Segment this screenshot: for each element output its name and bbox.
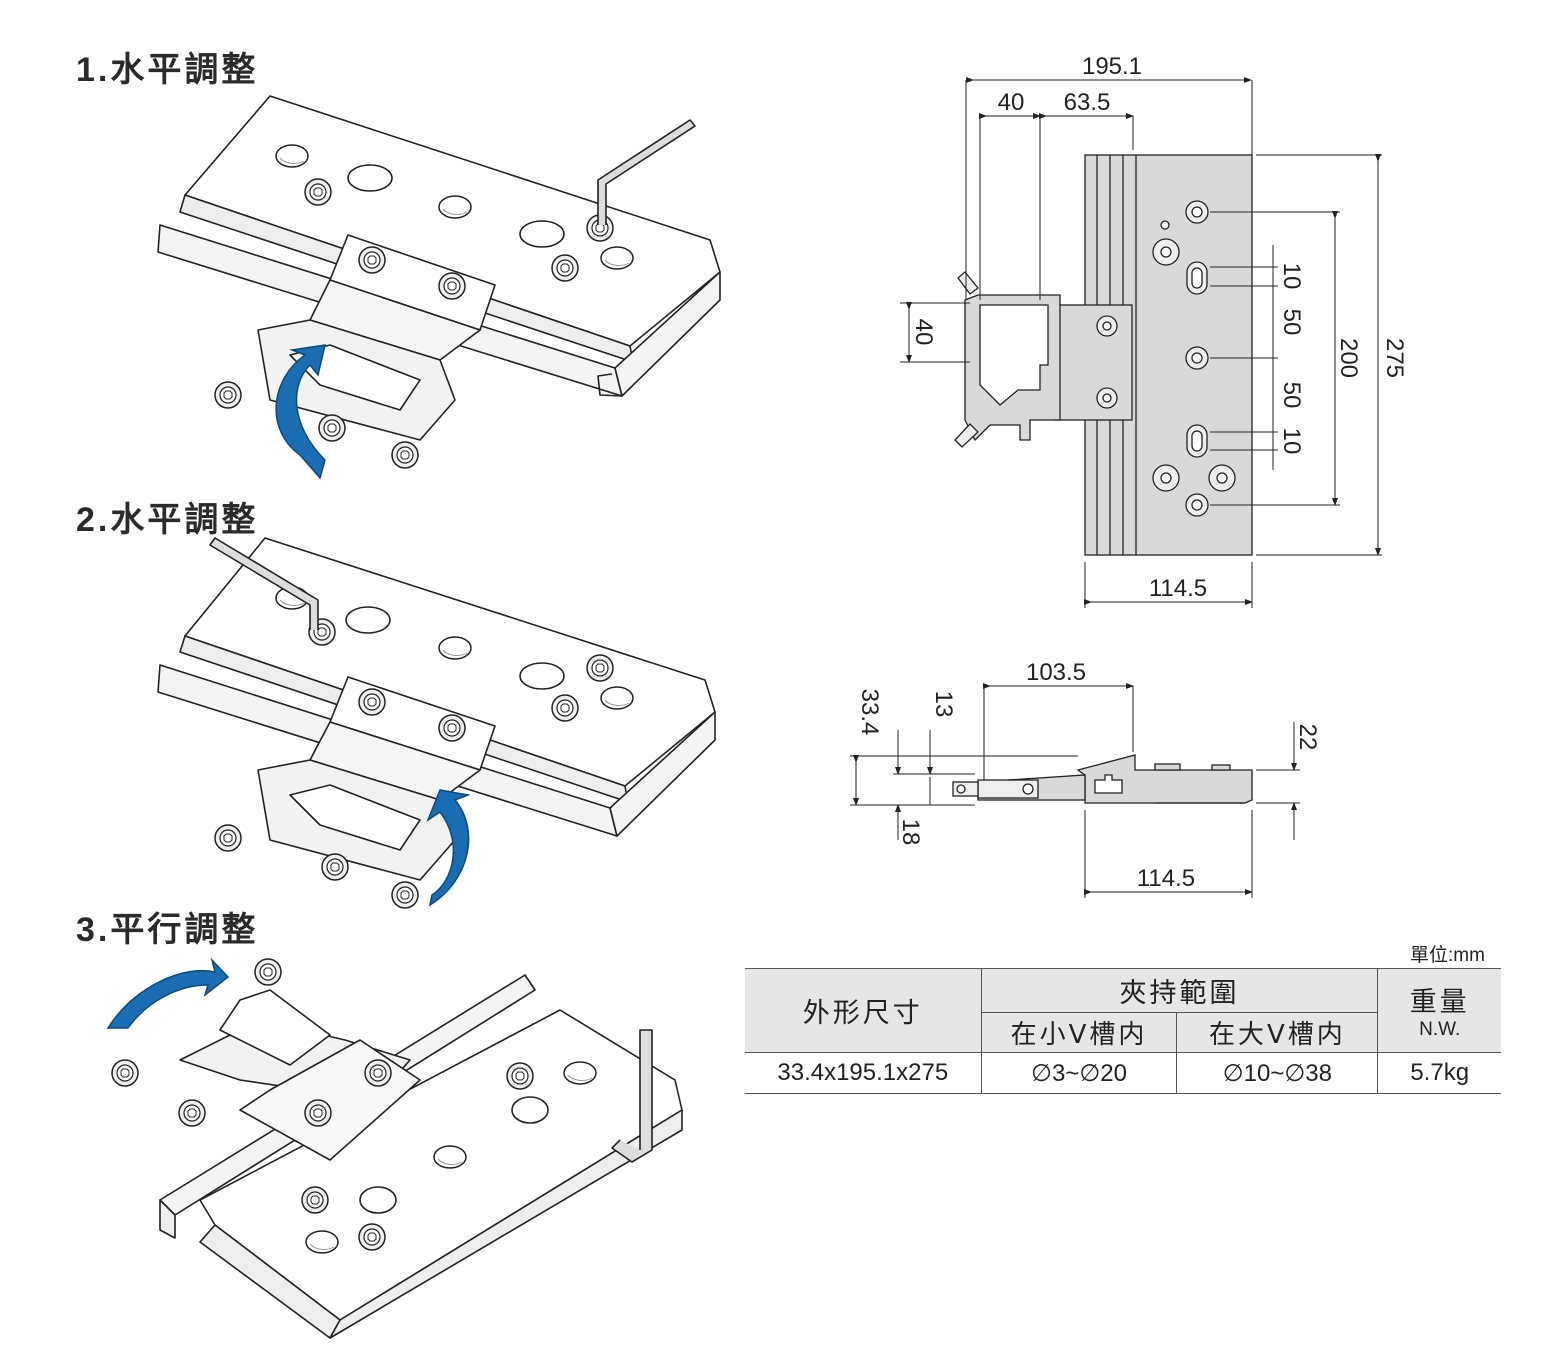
top-view-dimension-lines: [900, 77, 1382, 608]
unit-label: 單位:mm: [1410, 945, 1485, 966]
dim-overall-height: 33.4: [856, 689, 883, 736]
rotate-arrow-1: [275, 344, 326, 480]
cell-weight: 5.7kg: [1377, 1052, 1501, 1094]
cell-small-v: ∅3~∅20: [980, 1052, 1177, 1094]
dim-clamp-height: 40: [910, 319, 937, 346]
dim-base-thickness: 18: [897, 819, 924, 846]
header-clamp-range: 夾持範圍: [980, 968, 1379, 1013]
dim-slot-spacing-top: 50: [1278, 309, 1305, 336]
dim-overall-width: 195.1: [1082, 53, 1142, 80]
dim-hole-span: 200: [1335, 338, 1362, 378]
rotate-arrow-3: [106, 957, 230, 1029]
dim-slot-length-bottom: 10: [1278, 428, 1305, 455]
dim-overall-length: 275: [1381, 338, 1408, 378]
dim-base-width: 114.5: [1149, 575, 1207, 602]
dim-offset-b: 63.5: [1064, 89, 1111, 116]
iso-view-3: [111, 958, 683, 1339]
rotate-arrow-2: [426, 789, 471, 907]
side-view-drawing: [952, 754, 1253, 804]
dim-slot-length-top: 10: [1278, 263, 1305, 290]
dim-slot-spacing-bottom: 50: [1278, 382, 1305, 409]
header-weight-label: 重量: [1409, 987, 1470, 1018]
top-view-drawing: [954, 154, 1253, 556]
heading-step-3: 3.平行調整: [76, 910, 259, 950]
header-large-v: 在大V槽内: [1176, 1012, 1378, 1053]
iso-view-1: [157, 95, 721, 469]
header-size: 外形尺寸: [745, 968, 982, 1053]
table-row: 33.4x195.1x275 ∅3~∅20 ∅10~∅38 5.7kg: [745, 1052, 1501, 1094]
side-view-dimension-lines: [850, 683, 1300, 898]
spec-table: 外形尺寸 夾持範圍 重量 N.W. 在小V槽内 在大V槽内 33.4x195.1…: [745, 968, 1501, 1094]
heading-step-1: 1.水平調整: [76, 50, 259, 90]
dim-clamp-offset: 13: [930, 691, 957, 718]
header-weight: 重量 N.W.: [1377, 968, 1501, 1053]
cell-size: 33.4x195.1x275: [745, 1052, 982, 1094]
header-small-v: 在小V槽内: [981, 1012, 1178, 1053]
header-weight-en: N.W.: [1419, 1019, 1461, 1040]
iso-view-2: [157, 537, 716, 909]
dim-top-height: 22: [1294, 724, 1321, 751]
dim-offset-a: 40: [998, 89, 1025, 116]
dim-reach: 103.5: [1026, 659, 1086, 686]
cell-large-v: ∅10~∅38: [1176, 1052, 1378, 1094]
dim-side-base-width: 114.5: [1137, 865, 1195, 892]
heading-step-2: 2.水平調整: [76, 500, 259, 540]
